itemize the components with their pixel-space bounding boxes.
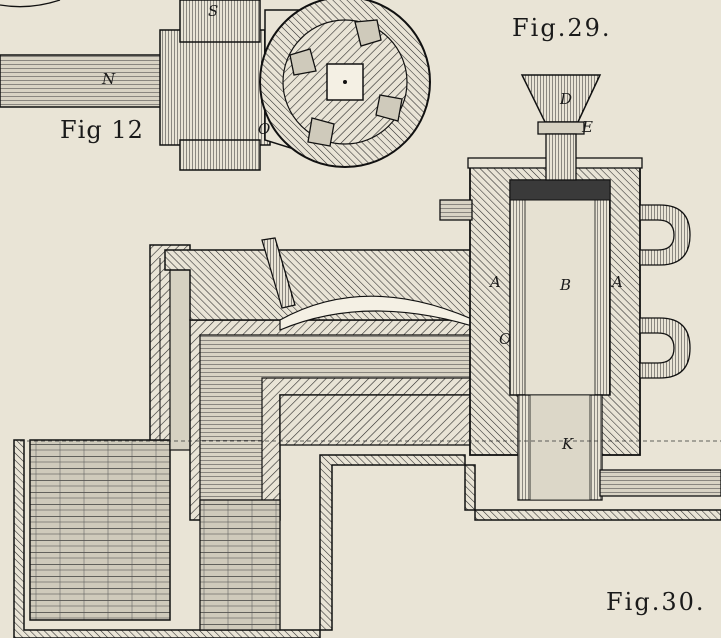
fig29-caption: Fig.29. [512, 14, 612, 42]
label-o-fig12: O [258, 120, 271, 138]
label-k: K [562, 435, 574, 453]
fig30-drawing [13, 74, 721, 638]
label-d: D [560, 90, 573, 108]
label-b: B [560, 276, 572, 294]
fig12-caption: Fig 12 [60, 116, 144, 144]
label-a-right: A [612, 273, 623, 291]
label-n: N [102, 70, 116, 88]
label-e: E [582, 118, 593, 136]
label-a-left: A [490, 273, 501, 291]
fig12-drawing [0, 0, 431, 171]
fig30-caption: Fig.30. [606, 588, 706, 616]
label-s: S [208, 2, 219, 20]
label-o-fig30: O [499, 330, 512, 348]
